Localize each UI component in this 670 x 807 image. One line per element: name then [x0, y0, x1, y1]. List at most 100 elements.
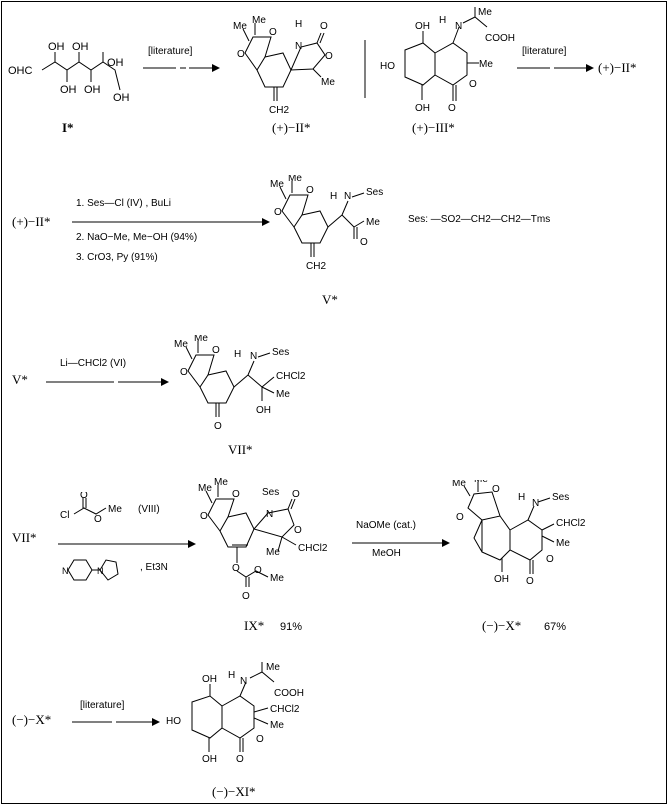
svg-text:Me: Me: [108, 504, 122, 515]
svg-text:O: O: [292, 489, 300, 500]
svg-text:N: N: [532, 498, 539, 509]
svg-text:Me: Me: [452, 480, 466, 489]
label-compound-I: I*: [62, 120, 74, 135]
arrow-2-label: [literature]: [522, 46, 567, 57]
structure-IX: Me Me O O Ses N O O CHCl2 Me O O Me O: [198, 477, 328, 602]
svg-text:Me: Me: [270, 179, 284, 190]
structure-III: OH H N Me COOH HO Me OH O O: [380, 7, 515, 114]
svg-text:CH2: CH2: [306, 261, 326, 272]
structure-V: Me Me O O H N Ses Me O CH2: [270, 175, 383, 272]
svg-text:O: O: [294, 525, 302, 536]
svg-text:Me: Me: [198, 483, 212, 494]
svg-text:N: N: [97, 566, 104, 576]
reaction-arrow-5: [58, 540, 196, 548]
svg-text:Me: Me: [479, 59, 493, 70]
svg-text:O: O: [237, 49, 245, 60]
svg-text:N: N: [266, 509, 273, 520]
svg-text:OH: OH: [415, 21, 430, 32]
svg-text:CH2: CH2: [269, 105, 289, 116]
label-start-II: (+)−II*: [12, 214, 51, 229]
svg-text:Me: Me: [266, 547, 280, 558]
condition-top: NaOMe (cat.): [356, 520, 417, 531]
svg-text:O: O: [254, 565, 262, 576]
svg-text:COOH: COOH: [485, 33, 515, 44]
svg-text:Me: Me: [266, 662, 280, 673]
svg-text:N: N: [240, 676, 247, 687]
svg-text:O: O: [325, 51, 333, 62]
svg-text:OH: OH: [415, 103, 430, 114]
reaction-arrow-4: [46, 378, 169, 386]
svg-text:Me: Me: [270, 720, 284, 731]
svg-text:O: O: [212, 345, 220, 356]
svg-text:OH: OH: [107, 57, 124, 69]
structure-VIII: Cl O O Me: [60, 492, 122, 525]
svg-text:Me: Me: [276, 389, 290, 400]
svg-text:H: H: [228, 670, 235, 681]
svg-text:O: O: [232, 563, 240, 574]
svg-text:Ses: Ses: [552, 492, 569, 503]
svg-text:H: H: [295, 19, 302, 30]
structure-II: Me Me O O H N O O Me CH2: [233, 15, 335, 116]
svg-text:OH: OH: [202, 674, 217, 685]
reaction-arrow-7: [72, 718, 160, 726]
divider: [364, 40, 366, 98]
svg-text:O: O: [320, 21, 328, 32]
label-compound-II: (+)−II*: [272, 120, 311, 135]
svg-text:Cl: Cl: [60, 510, 69, 521]
svg-text:HO: HO: [380, 61, 395, 72]
svg-text:N: N: [250, 351, 257, 362]
svg-text:H: H: [234, 349, 241, 360]
svg-text:H: H: [439, 15, 446, 26]
step-2: 2. NaO−Me, Me−OH (94%): [76, 232, 198, 243]
svg-text:O: O: [456, 512, 464, 523]
svg-text:O: O: [360, 237, 368, 248]
svg-text:O: O: [94, 514, 102, 525]
svg-text:OH: OH: [84, 84, 101, 96]
svg-text:CHCl2: CHCl2: [556, 518, 586, 529]
svg-text:OHC: OHC: [8, 65, 33, 77]
svg-text:O: O: [80, 492, 88, 501]
reagent-VI: Li—CHCl2 (VI): [60, 358, 127, 369]
svg-text:O: O: [256, 734, 264, 745]
svg-text:O: O: [448, 103, 456, 114]
svg-text:Me: Me: [321, 77, 335, 88]
svg-text:O: O: [546, 554, 554, 565]
svg-text:Me: Me: [556, 538, 570, 549]
label-compound-XI: (−)−XI*: [212, 784, 256, 799]
reaction-arrow-3: [72, 218, 270, 226]
svg-text:OH: OH: [202, 754, 217, 765]
svg-text:O: O: [469, 79, 477, 90]
svg-text:OH: OH: [113, 92, 130, 104]
svg-text:Me: Me: [174, 339, 188, 350]
svg-text:Ses: Ses: [272, 347, 289, 358]
step-3: 3. CrO3, Py (91%): [76, 252, 158, 263]
step-1: 1. Ses—Cl (IV) , BuLi: [76, 198, 172, 209]
reaction-arrow-1: [143, 64, 220, 72]
svg-text:N: N: [344, 191, 351, 202]
arrow-1-label: [literature]: [148, 46, 193, 57]
structure-VII: Me Me O O H N Ses CHCl2 Me OH O: [174, 335, 306, 432]
ses-definition: Ses: —SO2—CH2—CH2—Tms: [408, 214, 551, 225]
svg-text:N: N: [62, 566, 69, 576]
svg-text:Ses: Ses: [262, 487, 279, 498]
svg-text:O: O: [180, 367, 188, 378]
svg-text:CHCl2: CHCl2: [298, 543, 328, 554]
reagent-VIII-label: (VIII): [138, 504, 160, 515]
condition-bottom: MeOH: [372, 548, 401, 559]
svg-text:O: O: [274, 207, 282, 218]
svg-text:Me: Me: [214, 477, 228, 488]
label-start-V: V*: [12, 372, 28, 387]
base-label: , Et3N: [140, 562, 168, 573]
svg-text:O: O: [214, 421, 222, 432]
svg-text:H: H: [330, 191, 337, 202]
svg-text:Me: Me: [194, 335, 208, 344]
label-product-II: (+)−II*: [598, 60, 637, 75]
label-compound-III: (+)−III*: [412, 120, 455, 135]
svg-text:Me: Me: [288, 175, 302, 184]
label-start-X: (−)−X*: [12, 712, 52, 727]
svg-text:O: O: [232, 489, 240, 500]
svg-text:Me: Me: [366, 217, 380, 228]
svg-text:OH: OH: [48, 41, 65, 53]
